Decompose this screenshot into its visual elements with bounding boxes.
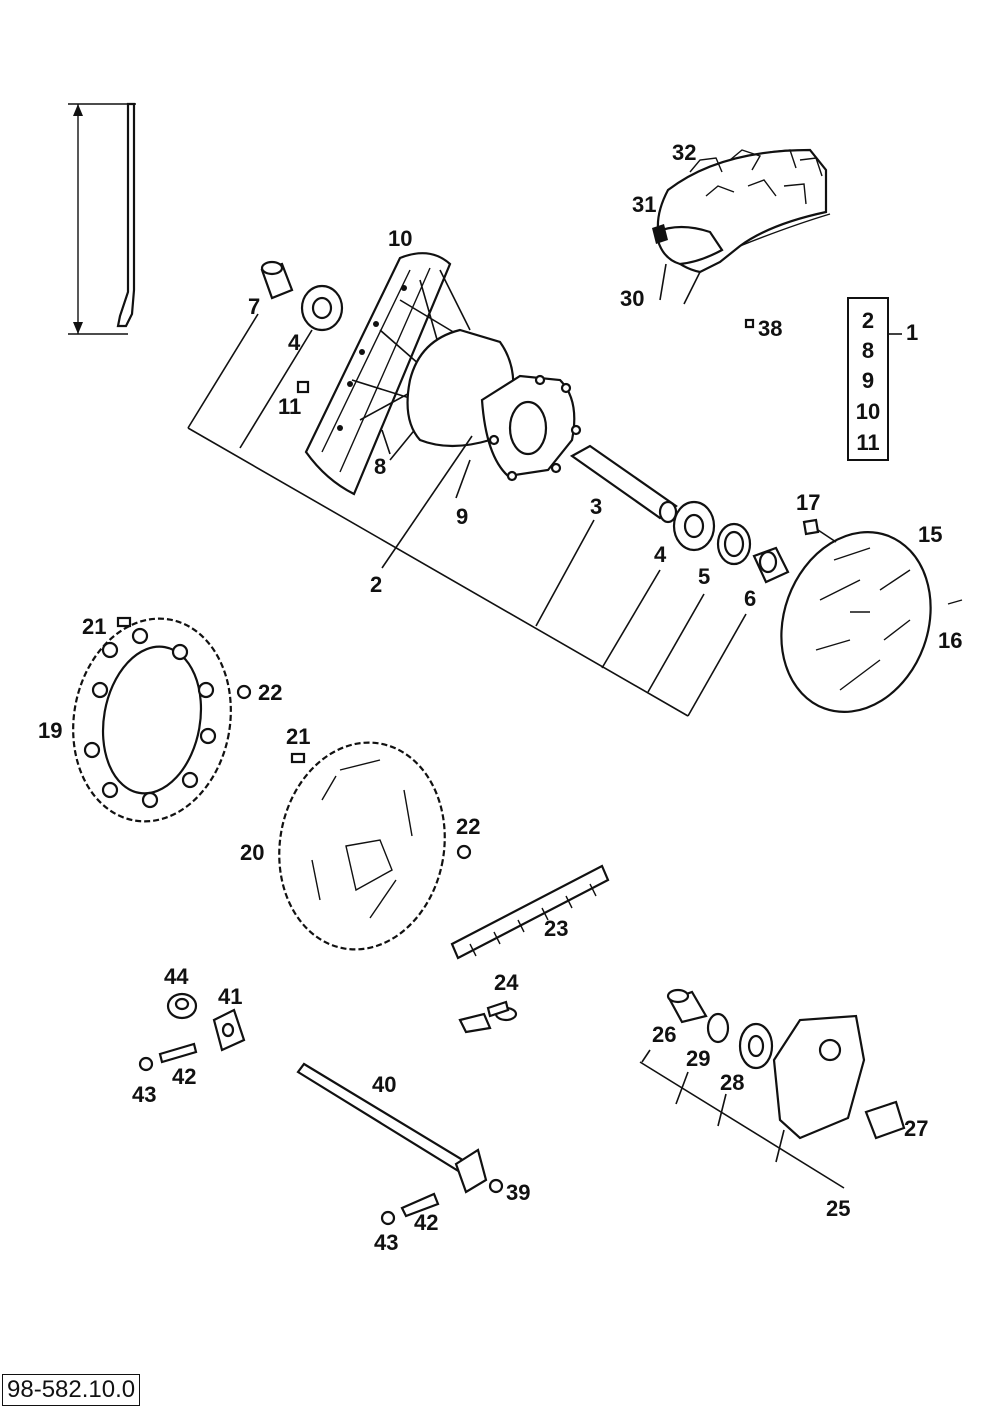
kit-item-2: 2 (862, 308, 874, 333)
chain-drawing (450, 864, 610, 1034)
chain-adjuster-drawing (138, 992, 246, 1072)
callout-42-b: 42 (414, 1210, 438, 1235)
callout-38: 38 (758, 316, 782, 341)
callout-4-top: 4 (288, 330, 301, 355)
callout-4-right: 4 (654, 542, 667, 567)
callout-29: 29 (686, 1046, 710, 1071)
callout-21-a: 21 (82, 614, 106, 639)
kit-box: 2 8 9 10 11 (847, 297, 902, 461)
brake-disc-drawing (780, 518, 963, 713)
callout-26: 26 (652, 1022, 676, 1047)
callout-1: 1 (906, 320, 918, 345)
sprocket-20-drawing (278, 741, 472, 951)
callout-15: 15 (918, 522, 942, 547)
callout-8: 8 (374, 454, 386, 479)
callout-28: 28 (720, 1070, 744, 1095)
callout-6: 6 (744, 586, 756, 611)
callout-43-a: 43 (132, 1082, 156, 1107)
callout-27: 27 (904, 1116, 928, 1141)
callout-21-b: 21 (286, 724, 310, 749)
sprocket-carrier-drawing (666, 988, 906, 1140)
callout-24: 24 (494, 970, 519, 995)
hub-right-components (569, 444, 790, 584)
rim-drawing (304, 252, 452, 496)
tire-drawing (652, 148, 831, 305)
callout-17: 17 (796, 490, 820, 515)
callout-10: 10 (388, 226, 412, 251)
callout-11: 11 (278, 394, 301, 419)
part-callouts: 1 2 3 4 4 5 6 7 8 9 10 11 15 16 17 19 20… (38, 140, 962, 1255)
callout-23: 23 (544, 916, 568, 941)
diagram-reference-number: 98-582.10.0 (2, 1374, 141, 1406)
callout-41: 41 (218, 984, 242, 1009)
callout-7: 7 (248, 294, 260, 319)
callout-20: 20 (240, 840, 264, 865)
sprocket-19-drawing (72, 616, 252, 823)
callout-5: 5 (698, 564, 710, 589)
callout-39: 39 (506, 1180, 530, 1205)
callout-9: 9 (456, 504, 468, 529)
callout-42-a: 42 (172, 1064, 196, 1089)
callout-30: 30 (620, 286, 644, 311)
callout-40: 40 (372, 1072, 396, 1097)
spacer-and-bearing-top (260, 260, 344, 394)
spoke-drawing (68, 102, 136, 335)
callout-32: 32 (672, 140, 696, 165)
kit-item-11: 11 (856, 430, 879, 455)
axle-drawing (296, 1062, 504, 1226)
kit-item-10: 10 (856, 399, 880, 424)
callout-25: 25 (826, 1196, 850, 1221)
callout-19: 19 (38, 718, 62, 743)
callout-3: 3 (590, 494, 602, 519)
kit-item-9: 9 (862, 368, 874, 393)
callout-22-b: 22 (456, 814, 480, 839)
callout-31: 31 (632, 192, 656, 217)
callout-22-a: 22 (258, 680, 282, 705)
kit-item-8: 8 (862, 338, 874, 363)
callout-43-b: 43 (374, 1230, 398, 1255)
part-38-marker (744, 318, 755, 329)
callout-2: 2 (370, 572, 382, 597)
callout-44: 44 (164, 964, 189, 989)
callout-16: 16 (938, 628, 962, 653)
hub-drawing (351, 269, 582, 482)
leader-lines (187, 313, 845, 1189)
